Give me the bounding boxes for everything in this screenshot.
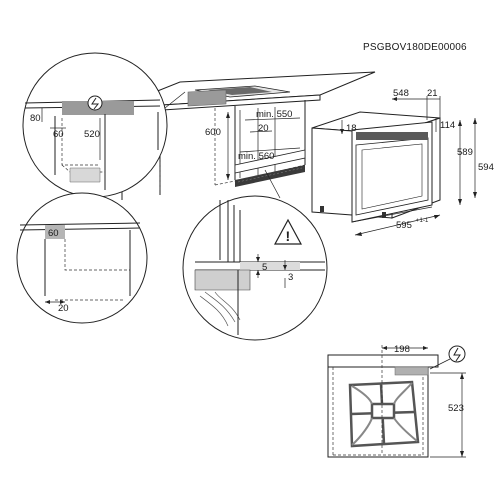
dim-589: 589 — [457, 147, 473, 158]
power-icon — [87, 95, 103, 111]
oven-rear-view: 198 523 — [327, 344, 466, 458]
document-code: PSGBOV180DE00006 — [363, 42, 467, 53]
dim-21: 21 — [427, 88, 438, 99]
detail-circle-power: 80 60 520 — [22, 52, 168, 198]
svg-text:!: ! — [286, 228, 291, 244]
dim-80: 80 — [30, 113, 41, 124]
detail-circle-gap: ! 5 3 — [182, 169, 328, 341]
dim-min-560: min. 560 — [238, 151, 274, 162]
dim-548: 548 — [393, 88, 409, 99]
dim-198: 198 — [394, 344, 410, 355]
side-gap-box — [45, 225, 65, 239]
dim-3: 3 — [288, 272, 293, 283]
dim-523: 523 — [448, 403, 464, 414]
dim-20-bottom: 20 — [58, 303, 69, 314]
dim-520: 520 — [84, 129, 100, 140]
dim-20-top: 20 — [258, 123, 269, 134]
dim-60-box: 60 — [48, 228, 59, 239]
dim-594: 594 — [478, 162, 494, 173]
dim-595-tolerance-minus: -1 — [423, 218, 429, 224]
rear-fan — [348, 380, 420, 448]
dim-18: 18 — [346, 123, 357, 134]
warning-icon — [273, 218, 303, 245]
rear-power-icon — [448, 345, 466, 363]
detail-circle-side: 60 20 — [16, 192, 148, 324]
dim-114: 114 — [440, 120, 455, 131]
dim-5: 5 — [262, 262, 267, 273]
rear-connection-box — [394, 366, 429, 376]
oven-perspective: 548 21 114 18 589 594 595 +1 -1 — [311, 88, 494, 236]
plinth — [235, 165, 305, 187]
power-box — [187, 89, 227, 107]
dim-60-left: 60 — [53, 129, 64, 140]
dim-595: 595 — [396, 220, 412, 231]
dim-min-550: min. 550 — [256, 109, 292, 120]
dim-595-tolerance-plus: +1 — [416, 218, 424, 224]
dim-600: 600 — [205, 127, 221, 138]
